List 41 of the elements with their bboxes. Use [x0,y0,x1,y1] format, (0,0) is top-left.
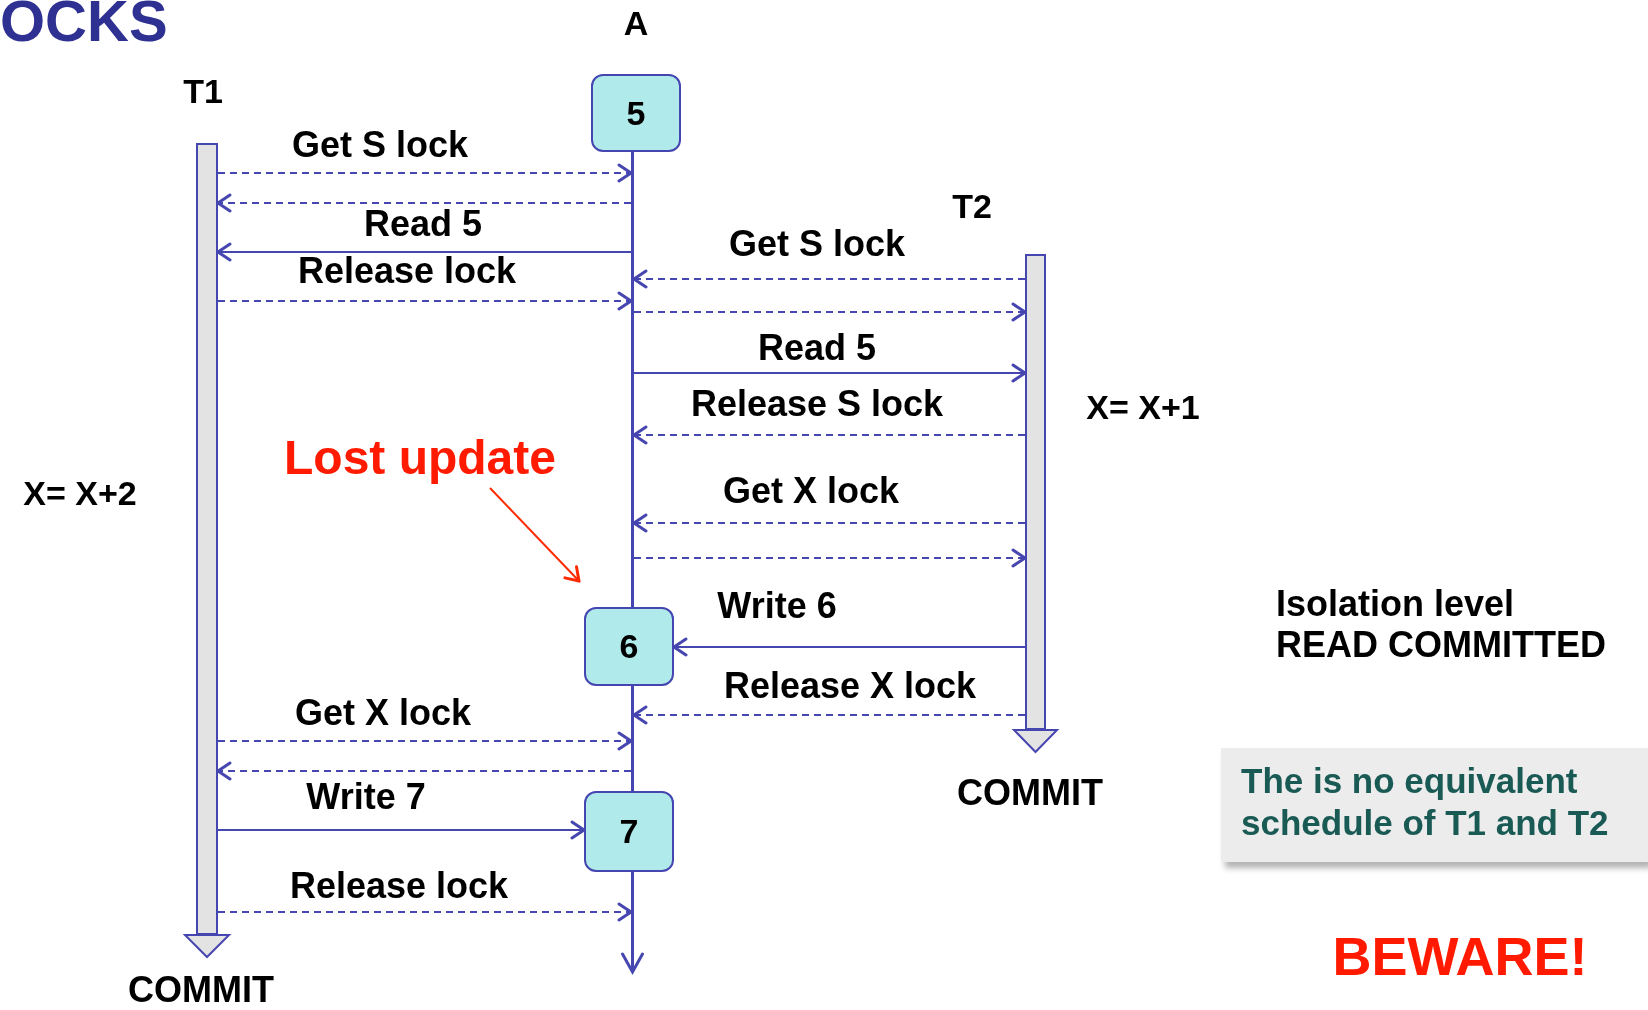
edge-label: Release lock [296,250,518,292]
arrow [217,163,633,183]
edge-label: Read 5 [756,327,878,369]
edge-label: Release X lock [722,665,978,707]
lifeline-heading: T2 [952,187,992,227]
commit-text: COMMIT [128,969,274,1010]
arrow [217,291,633,311]
edge-label: Get S lock [727,223,907,265]
note-text: Isolation level READ COMMITTED [1276,583,1607,666]
arrow [217,902,633,922]
title: OCKS [0,0,168,55]
arrow [633,302,1027,322]
edge-label: Release lock [288,865,510,907]
arrow [217,731,633,751]
lifeline-heading: T1 [183,72,223,112]
edge-label: Write 7 [305,776,427,818]
value-box: 5 [591,74,681,152]
arrow [632,269,1026,289]
commit-text: COMMIT [957,772,1103,814]
arrow [632,425,1026,445]
edge-label: Read 5 [362,203,484,245]
value-box: 7 [584,791,674,872]
formula-text: X= X+1 [1086,388,1200,428]
edge-label: Release S lock [689,383,945,425]
arrow [633,548,1027,568]
lifeline-heading: A [623,4,649,44]
edge-label: Get S lock [290,124,470,166]
arrow [672,637,1026,657]
edge-label: Write 6 [716,585,838,627]
arrow [632,705,1026,725]
edge-label: Get X lock [721,470,901,512]
arrow [633,363,1027,383]
edge-label: Get X lock [293,692,473,734]
annotation-text: Lost update [278,428,562,486]
warning-text: BEWARE! [1332,924,1588,988]
arrow [217,820,586,840]
note-box: The is no equivalent schedule of T1 and T2 [1221,748,1648,862]
value-box: 6 [584,607,674,686]
arrow [632,513,1026,533]
arrow [489,487,581,583]
formula-text: X= X+2 [23,474,137,514]
